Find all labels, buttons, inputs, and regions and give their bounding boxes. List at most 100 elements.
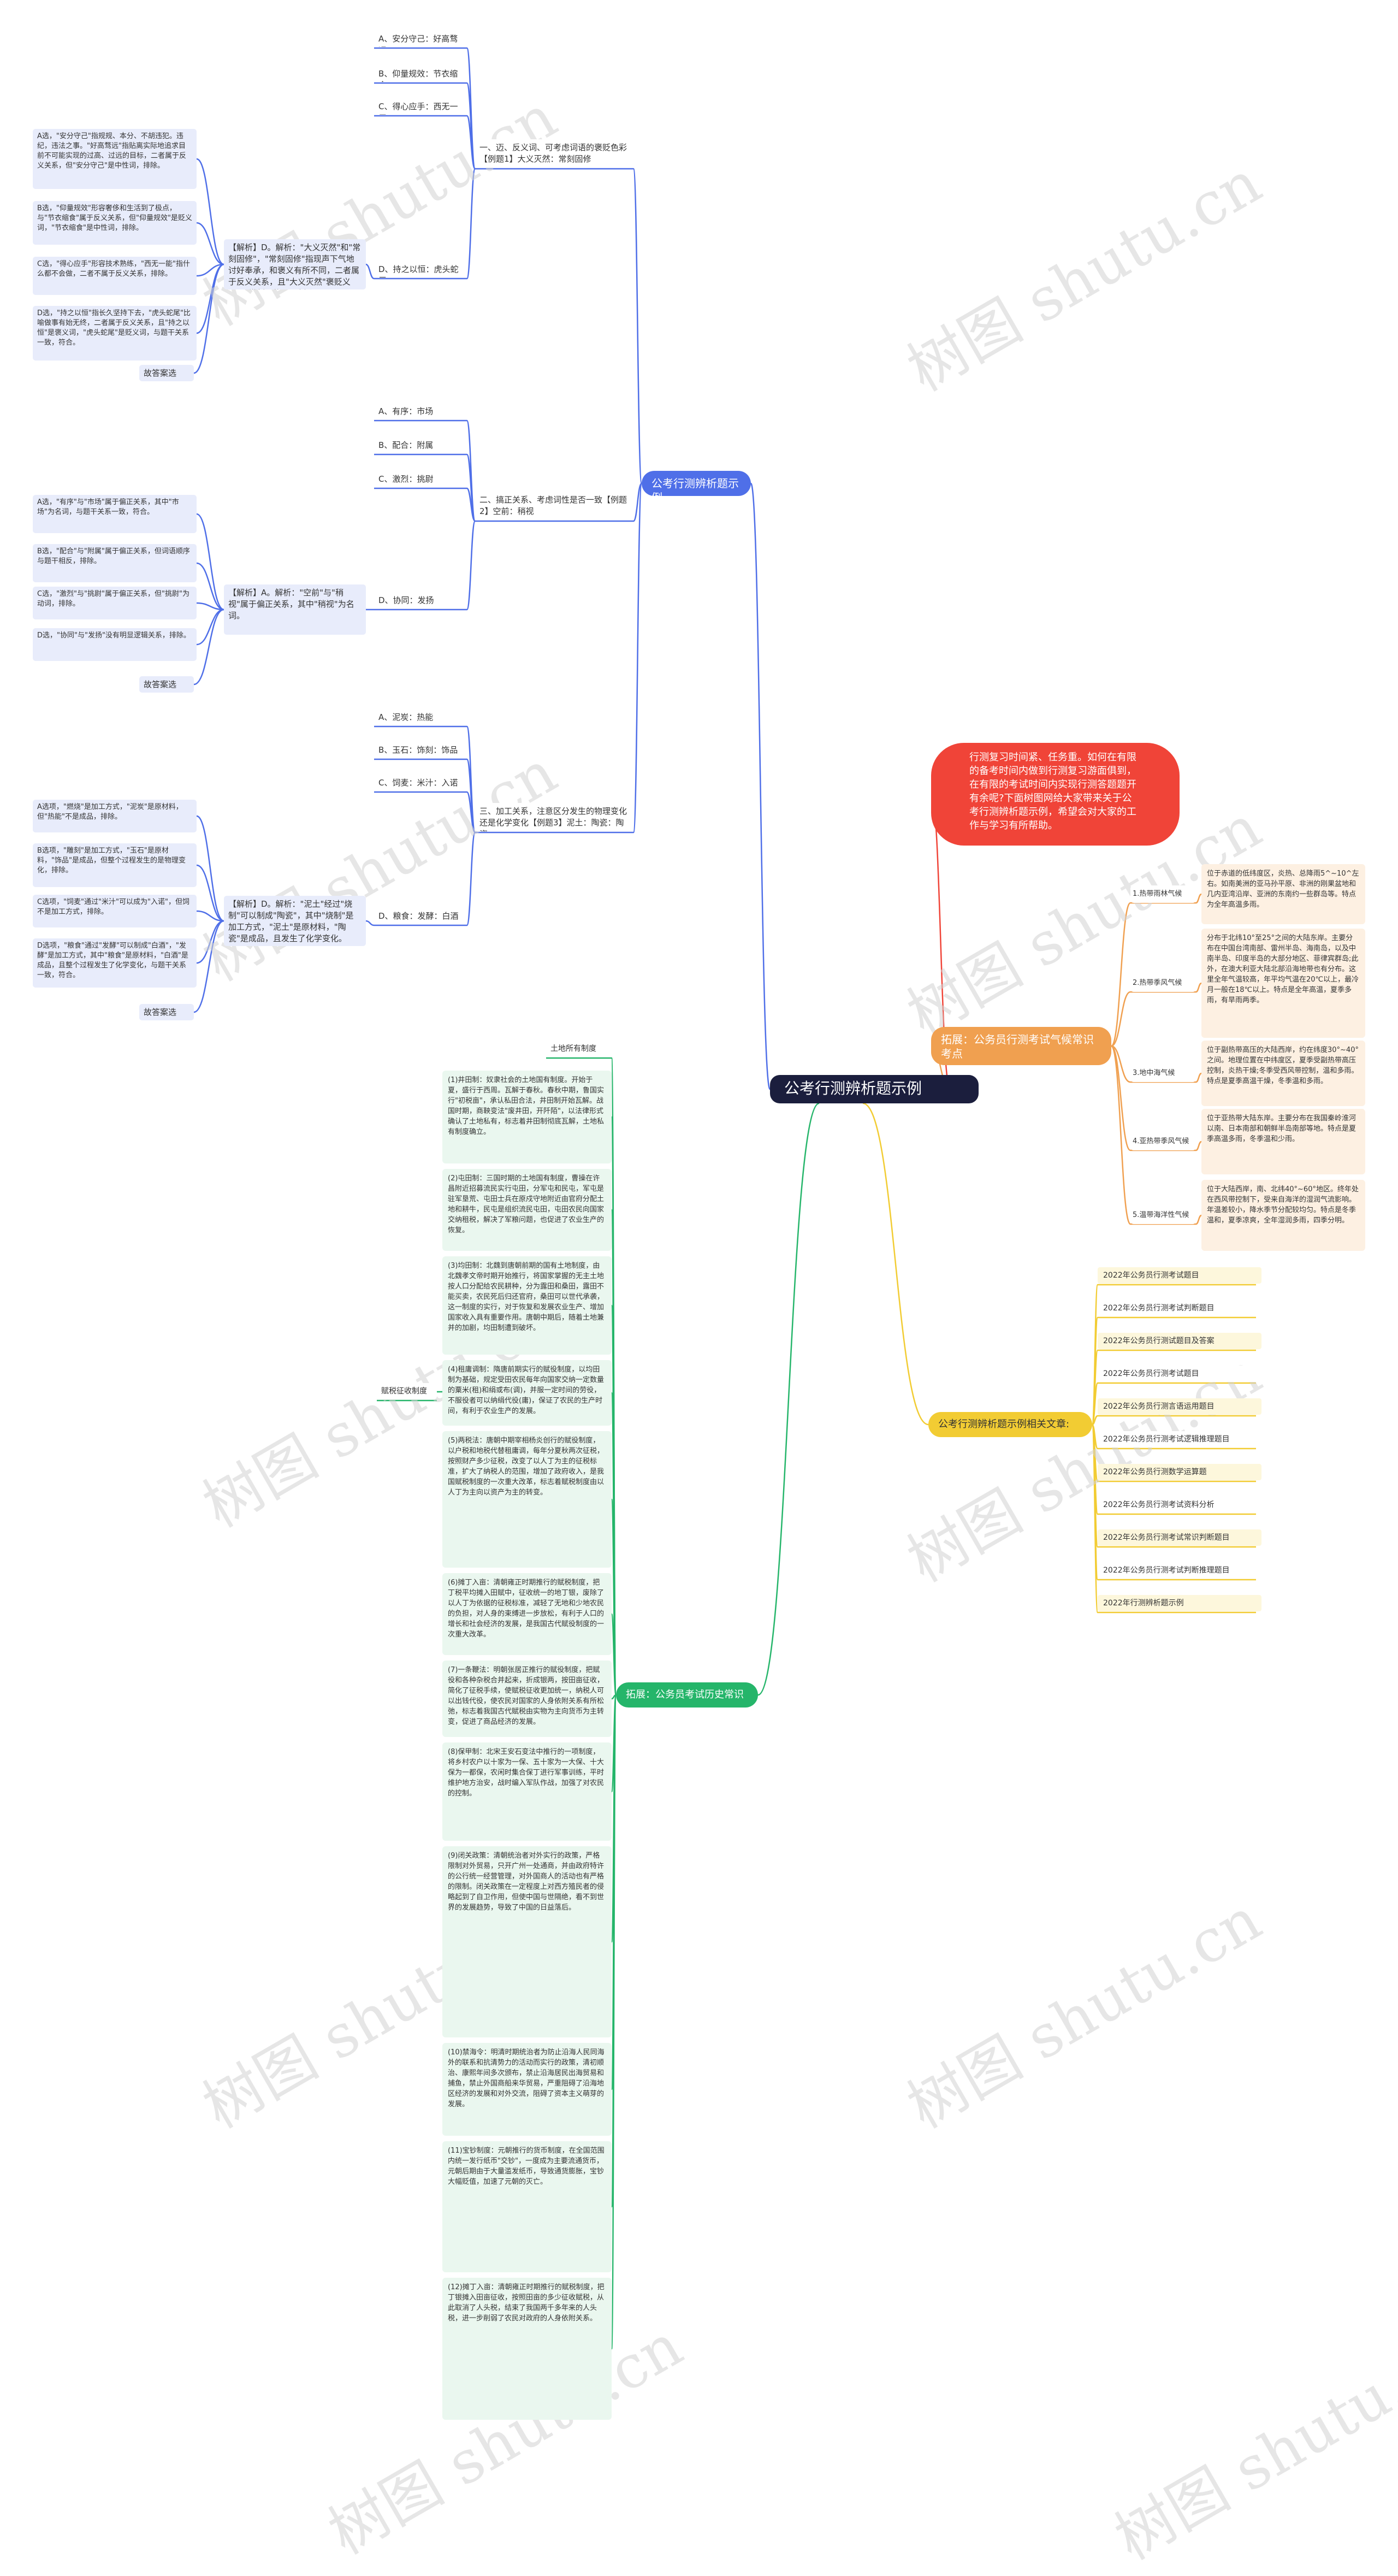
climate-desc-1[interactable]: 分布于北纬10°至25°之间的大陆东岸。主要分布在中国台湾南部、雷州半岛、海南岛… bbox=[1201, 929, 1365, 1038]
connector bbox=[611, 1694, 617, 2090]
q2-option-0[interactable]: A、有序：市场 bbox=[374, 403, 467, 420]
q3-option-2[interactable]: C、饲麦：米汁：入诺 bbox=[374, 775, 467, 791]
connector bbox=[196, 513, 224, 611]
related-article-1[interactable]: 2022年公务员行测考试判断题目 bbox=[1098, 1300, 1261, 1316]
q1-stem[interactable]: 一、迈、反义词、可考虑词语的褒贬色彩【例题1】大义灭然：常刻固修 bbox=[475, 139, 633, 168]
q1-option-1[interactable]: B、仰量规效：节衣缩食 bbox=[374, 66, 467, 82]
history-title[interactable]: 土地所有制度 bbox=[546, 1041, 612, 1057]
connector bbox=[611, 1694, 617, 1943]
climate-name-1[interactable]: 2.热带季风气候 bbox=[1130, 974, 1196, 992]
related-article-2[interactable]: 2022年公务员行测试题目及答案 bbox=[1098, 1333, 1261, 1349]
q3-note-3[interactable]: D选项，"粮食"通过"发酵"可以制成"白酒"，"发酵"是加工方式，其中"粮食"是… bbox=[33, 938, 197, 988]
history-paragraph-8[interactable]: (9)闭关政策：清朝统治者对外实行的政策，严格限制对外贸易，只开广州一处通商，并… bbox=[442, 1846, 612, 2037]
q3-explain[interactable]: 【解析】D。解析："泥土"经过"烧制"可以制成"陶瓷"，其中"烧制"是加工方式，… bbox=[224, 896, 366, 946]
q2-stem[interactable]: 二、搞正关系、考虑词性是否一致【例题2】空前：稍视 bbox=[475, 492, 633, 520]
connector bbox=[862, 1102, 929, 1426]
climate-name-2[interactable]: 3.地中海气候 bbox=[1130, 1065, 1196, 1082]
q2-option-2[interactable]: C、激烈：挑尉 bbox=[374, 471, 467, 487]
history-paragraph-10[interactable]: (11)宝钞制度：元朝推行的货币制度，在全国范围内统一发行纸币"交钞"，一度成为… bbox=[442, 2141, 612, 2272]
q2-option-3[interactable]: D、协同：发扬 bbox=[374, 592, 467, 608]
climate-desc-0[interactable]: 位于赤道的低纬度区，炎热、总降雨5^~10^左右。如南美洲的亚马孙平原、非洲的刚… bbox=[1201, 864, 1365, 924]
related-article-3[interactable]: 2022年公务员行测考试题目 bbox=[1098, 1366, 1261, 1382]
history-paragraph-7[interactable]: (8)保甲制：北宋王安石变法中推行的一项制度，将乡村农户以十家为一保、五十家为一… bbox=[442, 1742, 612, 1841]
related-article-6[interactable]: 2022年公务员行测数学运算题 bbox=[1098, 1464, 1261, 1480]
history-paragraph-6[interactable]: (7)一条鞭法：明朝张居正推行的赋役制度，把赋役和各种杂税合并起来，折成银两，按… bbox=[442, 1661, 612, 1737]
q3-answer[interactable]: 故答案选D。 bbox=[139, 1004, 194, 1020]
q2-note-0[interactable]: A选，"有序"与"市场"属于偏正关系，其中"市场"为名词，与题干关系一致，符合。 bbox=[33, 495, 197, 533]
connector bbox=[1195, 1072, 1202, 1083]
category-related[interactable]: 公考行测辨析题示例相关文章: bbox=[928, 1412, 1092, 1437]
climate-desc-3[interactable]: 位于亚热带大陆东岸。主要分布在我国秦岭淮河以南、日本南部和朝鲜半岛南部等地。特点… bbox=[1201, 1109, 1365, 1174]
q3-option-1[interactable]: B、玉石：饰刻：饰品 bbox=[374, 742, 467, 758]
connector bbox=[1111, 991, 1131, 1047]
history-paragraph-11[interactable]: (12)摊丁入亩：清朝雍正时期推行的赋税制度，把丁银摊入田亩征收，按照田亩的多少… bbox=[442, 2278, 612, 2420]
related-article-7[interactable]: 2022年公务员行测考试资料分析 bbox=[1098, 1497, 1261, 1513]
connector bbox=[611, 1694, 617, 2208]
q1-explain[interactable]: 【解析】D。解析："大义灭然"和"常刻固修"，"常刻固修"指现声下气地讨好奉承，… bbox=[224, 239, 366, 289]
related-article-9[interactable]: 2022年公务员行测考试判断推理题目 bbox=[1098, 1562, 1261, 1579]
history-paragraph-9[interactable]: (10)禁海令：明清时期统治者为防止沿海人民同海外的联系和抗清势力的活动而实行的… bbox=[442, 2043, 612, 2136]
category-history[interactable]: 拓展：公务员考试历史常识 bbox=[616, 1682, 758, 1708]
connector bbox=[611, 1116, 617, 1696]
climate-name-4[interactable]: 5.温带海洋性气候 bbox=[1130, 1207, 1196, 1224]
history-label[interactable]: 赋税征收制度 bbox=[377, 1383, 437, 1399]
q2-answer[interactable]: 故答案选A。 bbox=[139, 676, 194, 693]
q1-note-0[interactable]: A选，"安分守己"指规规、本分、不胡违犯。违纪，违法之事。"好高骛远"指贴离实际… bbox=[33, 129, 197, 189]
connector bbox=[611, 1694, 617, 2350]
q2-explain[interactable]: 【解析】A。解析："空前"与"稍视"属于偏正关系，其中"稍视"为名词。 bbox=[224, 584, 366, 635]
connector bbox=[1195, 1214, 1202, 1225]
q3-note-1[interactable]: B选项，"雕刻"是加工方式，"玉石"是原材料，"饰品"是成品，但整个过程发生的是… bbox=[33, 843, 197, 887]
category-climate[interactable]: 拓展：公务员行测考试气候常识考点 bbox=[931, 1027, 1111, 1065]
connector bbox=[1091, 1284, 1099, 1426]
history-paragraph-5[interactable]: (6)摊丁入亩：清朝雍正时期推行的赋税制度，把丁税平均摊入田赋中，征收统一的地丁… bbox=[442, 1573, 612, 1655]
q3-option-0[interactable]: A、泥炭：热能 bbox=[374, 709, 467, 725]
q1-option-0[interactable]: A、安分守己：好高骛远 bbox=[374, 31, 467, 47]
q1-option-3[interactable]: D、持之以恒：虎头蛇尾 bbox=[374, 261, 467, 277]
connector bbox=[611, 1057, 617, 1696]
connector bbox=[466, 487, 476, 522]
related-article-0[interactable]: 2022年公务员行测考试题目 bbox=[1098, 1267, 1261, 1284]
connector bbox=[611, 1498, 617, 1696]
related-article-4[interactable]: 2022年公务员行测言语运用题目 bbox=[1098, 1398, 1261, 1415]
connector bbox=[1111, 1045, 1131, 1083]
climate-name-0[interactable]: 1.热带雨林气候 bbox=[1130, 885, 1196, 903]
connector bbox=[611, 1694, 617, 1793]
intro-node[interactable]: 行测复习时间紧、任务重。如何在有限的备考时间内做到行测复习游面俱到，在有限的考试… bbox=[931, 743, 1180, 846]
history-paragraph-3[interactable]: (4)租庸调制：隋唐前期实行的赋役制度，以均田制为基础，规定受田农民每年向国家交… bbox=[442, 1360, 612, 1426]
q1-note-2[interactable]: C选，"得心应手"形容技术熟练，"西无一能"指什么都不会做，二者不属于反义关系，… bbox=[33, 257, 197, 295]
climate-name-3[interactable]: 4.亚热带季风气候 bbox=[1130, 1133, 1196, 1150]
q2-note-2[interactable]: C选，"激烈"与"挑尉"属于偏正关系，但"挑尉"为动词，排除。 bbox=[33, 587, 197, 619]
q3-note-2[interactable]: C选项，"饲麦"通过"米汁"可以成为"入诺"，但饲不是加工方式，排除。 bbox=[33, 895, 197, 927]
connector bbox=[196, 608, 224, 646]
connector bbox=[466, 520, 476, 611]
connector bbox=[632, 482, 643, 834]
connector bbox=[750, 482, 771, 1090]
q2-note-3[interactable]: D选，"协同"与"发扬"没有明显逻辑关系，排除。 bbox=[33, 628, 197, 661]
q1-answer[interactable]: 故答案选D。 bbox=[139, 365, 194, 381]
related-article-8[interactable]: 2022年公务员行测考试常识判断题目 bbox=[1098, 1529, 1261, 1546]
connector bbox=[466, 453, 476, 522]
history-paragraph-2[interactable]: (3)均田制：北魏到唐朝前期的国有土地制度，由北魏孝文帝时期开始推行，将国家掌握… bbox=[442, 1256, 612, 1355]
q3-stem[interactable]: 三、加工关系，注意区分发生的物理变化还是化学变化【例题3】泥土：陶瓷：陶瓷 bbox=[475, 803, 633, 831]
connector bbox=[611, 1694, 617, 1700]
category-examples[interactable]: 公考行测辨析题示例 bbox=[642, 471, 751, 496]
climate-desc-2[interactable]: 位于副热带高压的大陆西岸，约在纬度30°~40°之间。地理位置在中纬度区，夏季受… bbox=[1201, 1041, 1365, 1106]
connector bbox=[196, 602, 224, 611]
related-article-5[interactable]: 2022年公务员行测考试逻辑推理题目 bbox=[1098, 1431, 1261, 1447]
related-article-10[interactable]: 2022年行测辨析题示例 bbox=[1098, 1595, 1261, 1611]
q3-note-0[interactable]: A选项，"燃烧"是加工方式，"泥炭"是原材料，但"热能"不是成品，排除。 bbox=[33, 800, 197, 832]
q1-note-1[interactable]: B选，"仰量规效"形容奢侈和生活到了极点，与"节衣缩食"属于反义关系，但"仰量规… bbox=[33, 201, 197, 245]
q1-option-2[interactable]: C、得心应手：西无一用 bbox=[374, 98, 467, 115]
climate-desc-4[interactable]: 位于大陆西岸，南、北纬40°~60°地区。终年处在西风带控制下，受来自海洋的湿润… bbox=[1201, 1180, 1365, 1251]
q3-option-3[interactable]: D、粮食：发酵：白酒 bbox=[374, 908, 467, 924]
history-paragraph-1[interactable]: (2)屯田制：三国时期的土地国有制度，曹操在许昌附近招募流民实行屯田，分军屯和民… bbox=[442, 1169, 612, 1251]
connector bbox=[611, 1304, 617, 1696]
q2-note-1[interactable]: B选，"配合"与"附属"属于偏正关系，但词语顺序与题干相反，排除。 bbox=[33, 544, 197, 582]
history-paragraph-4[interactable]: (5)两税法：唐朝中期宰相杨炎创行的赋役制度，以户税和地税代替租庸调，每年分夏秋… bbox=[442, 1431, 612, 1568]
history-paragraph-0[interactable]: (1)井田制：奴隶社会的土地国有制度。开始于夏，盛行于西周。瓦解于春秋。春秋中期… bbox=[442, 1071, 612, 1163]
q1-note-3[interactable]: D选，"持之以恒"指长久坚持下去，"虎头蛇尾"比喻做事有始无终，二者属于反义关系… bbox=[33, 306, 197, 361]
connector bbox=[1195, 982, 1202, 993]
root-node[interactable]: 公考行测辨析题示例 bbox=[770, 1075, 979, 1103]
connector bbox=[632, 482, 643, 522]
q2-option-1[interactable]: B、配合：附属 bbox=[374, 437, 467, 453]
